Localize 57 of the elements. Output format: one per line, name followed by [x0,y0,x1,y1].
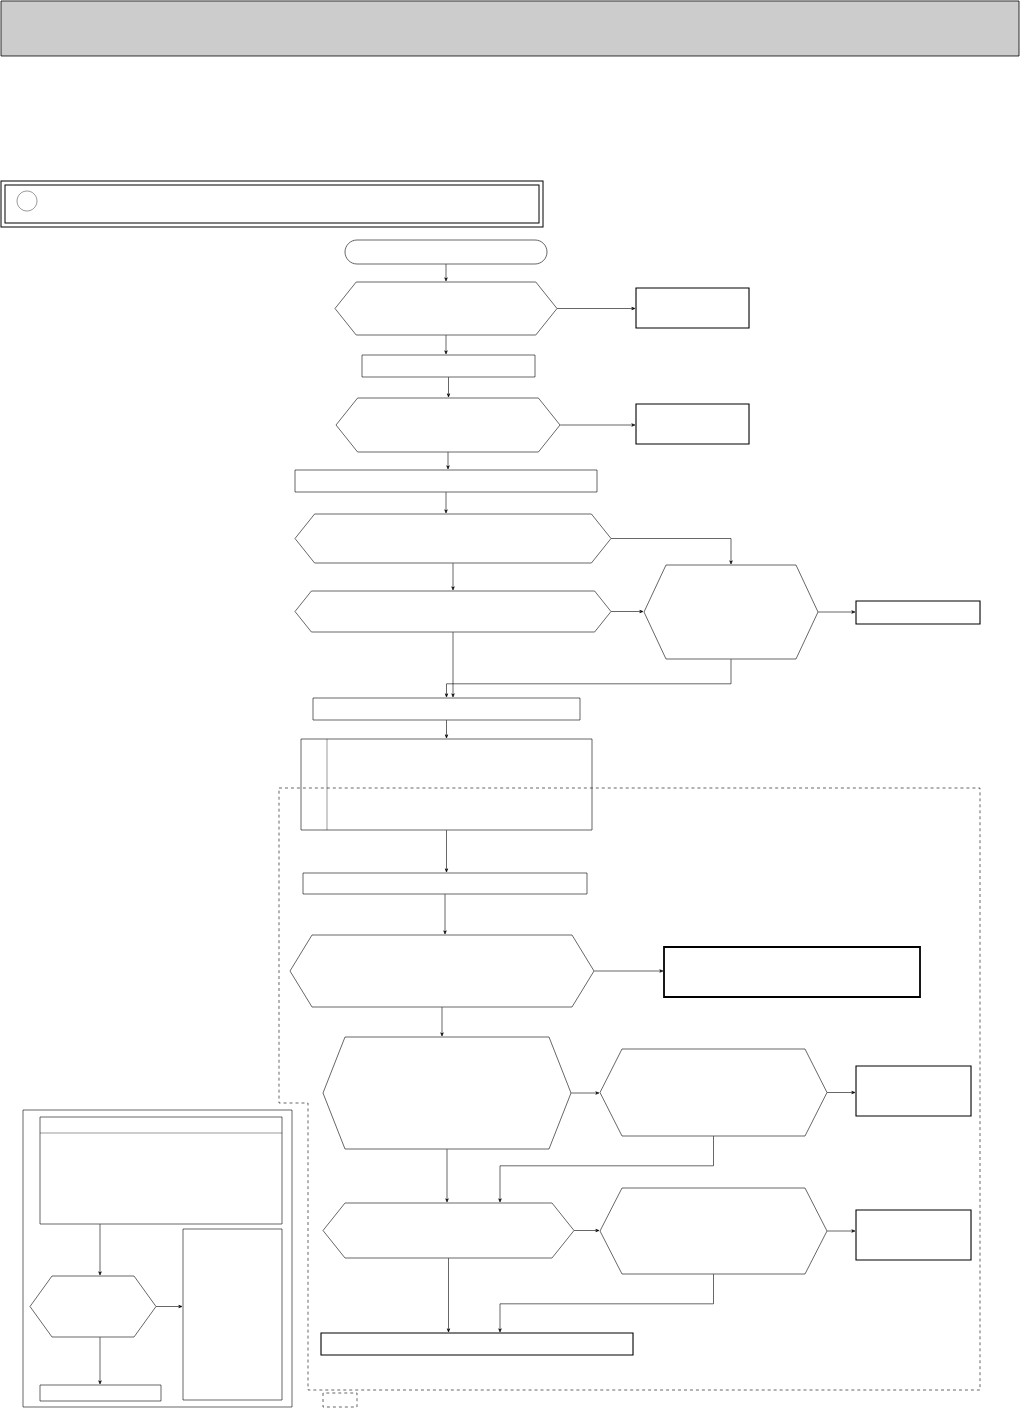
process-box [635,403,750,445]
arrow [826,1090,856,1095]
decision-hexagon [294,590,612,633]
arrow [444,263,448,282]
process-box [855,600,981,625]
arrow [610,538,733,565]
arrow [573,1228,600,1233]
arrow [451,562,455,591]
arrow [444,719,449,739]
decision-hexagon [29,1275,157,1338]
decision-hexagon [294,513,612,564]
process-box [320,1332,634,1356]
arrow [498,1135,714,1203]
arrow [446,451,450,470]
decision-hexagon [643,564,819,660]
arrow [498,1273,714,1333]
decision-hexagon [322,1202,575,1259]
process-box [361,354,536,378]
process-box [312,697,581,721]
process-box [300,738,593,831]
arrow [155,1304,183,1309]
arrow [444,829,449,873]
arrow [98,1223,102,1276]
arrow [593,969,664,973]
process-box [663,946,921,998]
decision-hexagon [335,397,561,453]
process-box [855,1065,972,1117]
decision-hexagon [322,1036,572,1150]
process-box [302,872,588,895]
arrow [440,1006,444,1037]
process-box [182,1228,283,1401]
decision-hexagon [289,934,595,1008]
arrow [826,1229,856,1233]
arrow [444,334,448,355]
arrow [817,610,856,614]
process-box [294,469,598,493]
decision-hexagon [599,1187,828,1275]
decision-hexagon [599,1048,828,1137]
process-box [39,1384,162,1402]
arrow [451,631,455,698]
process-box [22,1109,293,1408]
process-box [635,287,750,329]
process-box [39,1116,283,1225]
decision-hexagon [334,281,558,336]
arrow [559,423,636,427]
process-box [855,1209,972,1261]
arrow [570,1091,600,1095]
arrow [556,306,636,311]
arrow [98,1336,102,1385]
arrow [444,658,732,698]
arrow [610,609,644,614]
arrow [446,1257,451,1333]
arrow [443,893,447,935]
arrow [445,1148,449,1203]
start-terminal [344,239,548,265]
arrow [444,491,448,514]
arrow [446,376,451,398]
